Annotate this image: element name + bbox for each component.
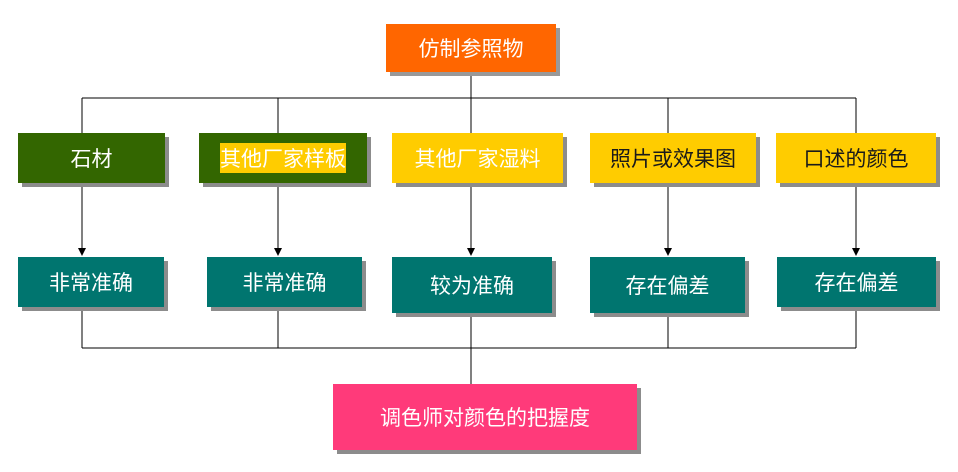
result-node-5: 存在偏差 bbox=[777, 257, 936, 307]
result-node-label: 存在偏差 bbox=[625, 274, 710, 298]
result-node-2: 非常准确 bbox=[207, 257, 362, 307]
top-node-label: 仿制参照物 bbox=[418, 37, 524, 61]
result-node-label: 非常准确 bbox=[49, 271, 133, 295]
bottom-node-label: 调色师对颜色的把握度 bbox=[380, 406, 590, 430]
result-node-3: 较为准确 bbox=[392, 257, 552, 313]
result-node-label: 存在偏差 bbox=[814, 271, 899, 295]
source-node-label: 口述的颜色 bbox=[803, 147, 909, 171]
source-node-3: 其他厂家湿料 bbox=[392, 133, 563, 183]
source-node-5: 口述的颜色 bbox=[776, 133, 936, 183]
source-node-label: 照片或效果图 bbox=[610, 147, 736, 171]
result-node-1: 非常准确 bbox=[18, 257, 164, 307]
source-node-label: 其他厂家湿料 bbox=[414, 147, 541, 171]
source-node-1: 石材 bbox=[18, 133, 165, 183]
result-node-label: 非常准确 bbox=[242, 271, 327, 295]
source-node-4: 照片或效果图 bbox=[590, 133, 756, 183]
result-node-4: 存在偏差 bbox=[590, 257, 745, 313]
top-node: 仿制参照物 bbox=[386, 24, 556, 72]
source-node-2: 其他厂家样板 bbox=[199, 133, 367, 183]
source-node-label: 其他厂家样板 bbox=[220, 143, 346, 173]
source-node-label: 石材 bbox=[70, 143, 113, 173]
result-node-label: 较为准确 bbox=[430, 274, 514, 298]
bottom-node: 调色师对颜色的把握度 bbox=[333, 384, 637, 450]
